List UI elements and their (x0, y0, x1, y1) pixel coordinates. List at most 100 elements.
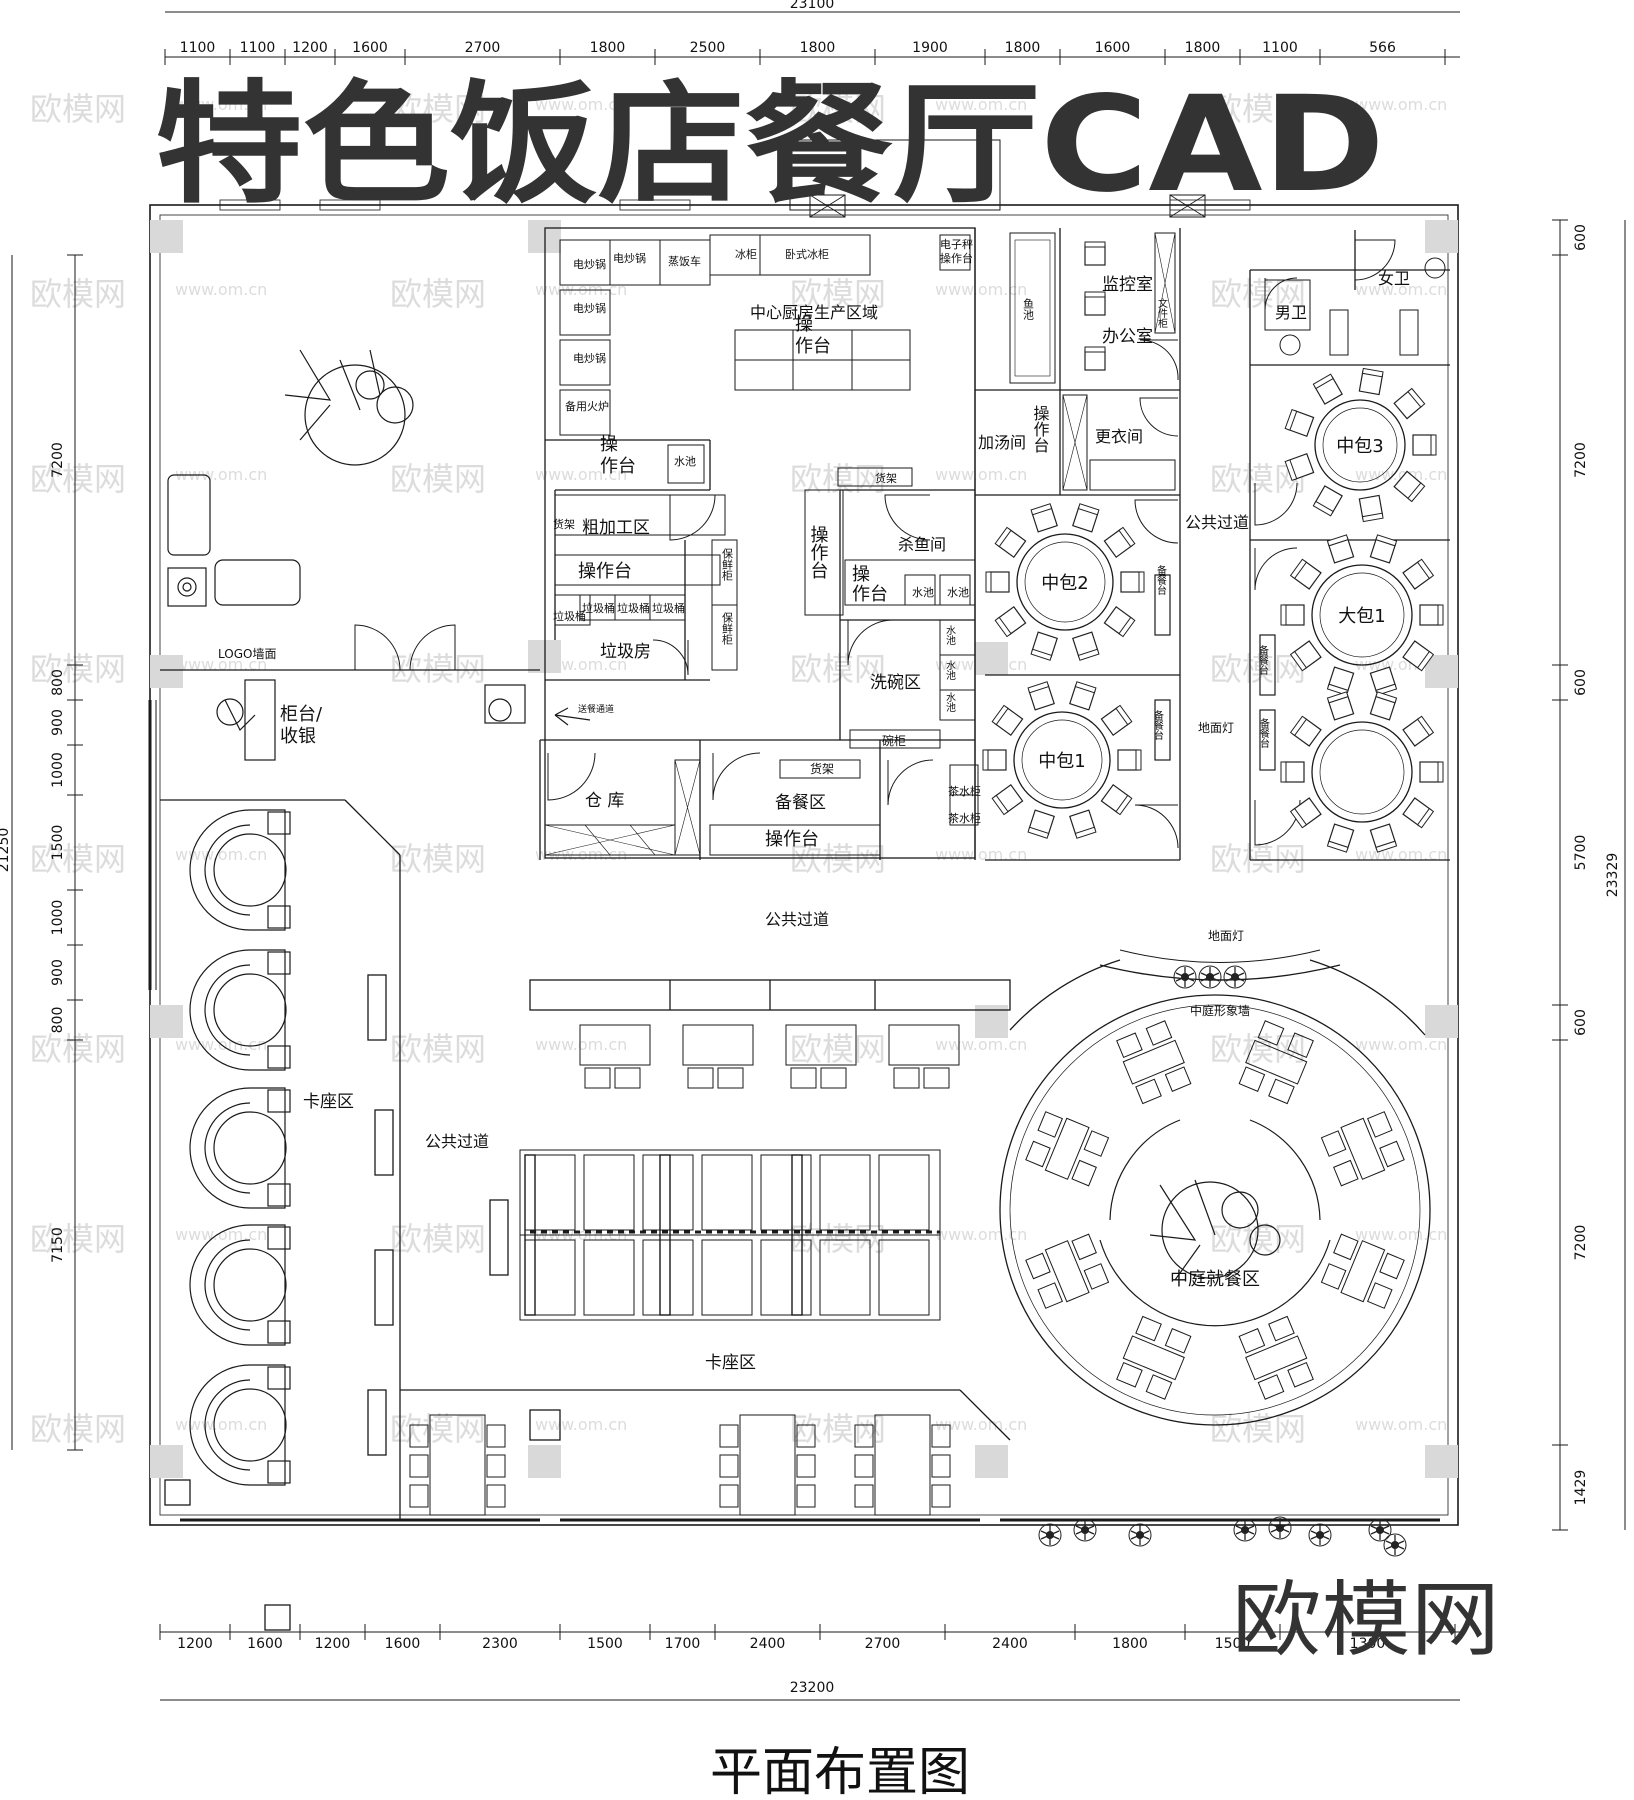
dim-right-segment: 600 (1573, 224, 1589, 251)
dim-right-segment: 1429 (1573, 1470, 1589, 1506)
label-scale: 电子秤 (940, 238, 973, 251)
dim-bottom-segment: 1200 (177, 1636, 213, 1652)
label-image-wall: 中庭形象墙 (1190, 1003, 1250, 1018)
label-sideboard: 备餐台 (1152, 709, 1164, 741)
label-sink: 水池 (947, 586, 969, 599)
watermark-text: 欧模网 (390, 1410, 486, 1448)
label-booth-area: 卡座区 (303, 1092, 354, 1112)
structural-columns (150, 220, 1458, 1478)
dim-top-segment: 1600 (352, 40, 388, 56)
watermark-url: www.om.cn (535, 465, 627, 484)
label-counter: 收银 (280, 726, 316, 747)
label-sink: 水池 (912, 586, 934, 599)
watermark-text: 欧模网 (790, 840, 886, 878)
watermark-text: 欧模网 (390, 1030, 486, 1068)
watermark-url: www.om.cn (535, 1035, 627, 1054)
label-steam-cart: 蒸饭车 (668, 254, 701, 268)
atrium-table-set (1320, 1233, 1405, 1309)
dimension-lines (11, 11, 1626, 1701)
center-booth-block (519, 1024, 960, 1321)
label-sink: 水池 (944, 625, 956, 645)
watermark-url: www.om.cn (175, 1415, 267, 1434)
dim-left-segment: 1000 (50, 900, 66, 936)
label-public-corridor: 公共过道 (765, 910, 829, 929)
dim-bottom-segment: 2400 (992, 1636, 1028, 1652)
watermark-text: 欧模网 (390, 90, 486, 128)
label-trash-bin: 垃圾桶 (617, 601, 650, 615)
label-storage: 仓 库 (585, 791, 624, 811)
label-counter: 柜台/ (280, 704, 323, 725)
door-swings (354, 239, 1396, 849)
kitchen-equipment (544, 232, 1446, 981)
label-trash-bin: 垃圾桶 (652, 601, 685, 615)
watermark-text: 欧模网 (30, 1220, 126, 1258)
label-floor-light: 地面灯 (1198, 721, 1234, 735)
dim-bottom-segment: 2400 (750, 1636, 786, 1652)
label-trash-bin: 垃圾桶 (582, 601, 615, 615)
watermark-text: 欧模网 (390, 460, 486, 498)
label-work-top: 作台 (852, 584, 888, 605)
watermark-url: www.om.cn (935, 95, 1027, 114)
building-walls (148, 139, 1459, 1526)
dim-bottom-segment: 1600 (247, 1636, 283, 1652)
label-dish-wash: 洗碗区 (870, 673, 921, 693)
label-sideboard: 备餐台 (1257, 644, 1269, 676)
label-serving-prep: 备餐区 (775, 793, 826, 813)
watermark-text: 欧模网 (1210, 1410, 1306, 1448)
watermark-text: 欧模网 (30, 650, 126, 688)
label-tea-cabinet: 茶水柜 (948, 812, 981, 825)
label-shelf: 货架 (810, 761, 834, 776)
watermark-url: www.om.cn (935, 845, 1027, 864)
booth-seat (189, 1087, 291, 1209)
label-male-wc: 男卫 (1275, 303, 1307, 322)
atrium-table-set (1025, 1233, 1110, 1309)
dim-left-segment: 800 (50, 1007, 66, 1034)
label-tea-cabinet: 茶水柜 (948, 785, 981, 798)
label-logo-wall: LOGO墙面 (218, 647, 276, 661)
planters (164, 974, 561, 1631)
dim-right-segment: 600 (1573, 669, 1589, 696)
watermark-text: 欧模网 (790, 90, 886, 128)
dining-table (854, 1414, 951, 1516)
dim-right-segment: 7200 (1573, 1225, 1589, 1261)
booth-seat (189, 809, 291, 931)
big-title: 特色饭店餐厅CAD (155, 68, 1385, 222)
label-stir-fry: 电炒锅 (573, 352, 606, 365)
watermark-url: www.om.cn (1355, 845, 1447, 864)
label-trash-bin: 垃圾桶 (553, 609, 586, 623)
dim-left-segment: 1500 (50, 825, 66, 861)
label-booth-area: 卡座区 (705, 1353, 756, 1373)
dim-bottom-segment: 1800 (1112, 1636, 1148, 1652)
watermark-url: www.om.cn (1355, 1225, 1447, 1244)
dim-top-segment: 566 (1369, 40, 1396, 56)
atrium-plant (1149, 1179, 1281, 1281)
watermark-url: www.om.cn (175, 465, 267, 484)
dim-bottom-segment: 2700 (865, 1636, 901, 1652)
label-large-private: 大包1 (1338, 606, 1385, 627)
watermark-layer: 欧模网 www.om.cn 欧模网 www.om.cn 欧模网 www.om.cn 欧模网 w… (30, 90, 1447, 1448)
label-atrium-dining: 中庭就餐区 (1170, 1269, 1260, 1290)
label-public-corridor: 公共过道 (1185, 513, 1249, 532)
label-work-top: 操 (795, 314, 813, 335)
label-preservation: 保鲜柜 (721, 611, 734, 646)
watermark-url: www.om.cn (935, 1035, 1027, 1054)
watermark-text: 欧模网 (790, 650, 886, 688)
watermark-url: www.om.cn (935, 1415, 1027, 1434)
label-private-room-2: 中包2 (1041, 573, 1088, 594)
watermark-url: www.om.cn (935, 465, 1027, 484)
dim-bottom-segment: 2300 (482, 1636, 518, 1652)
left-booth-seats (189, 809, 291, 1486)
dim-bottom-segment: 1600 (385, 1636, 421, 1652)
dim-top-segment: 1200 (292, 40, 328, 56)
dim-top-segment: 1800 (1185, 40, 1221, 56)
private-room-tables (982, 367, 1444, 853)
watermark-text: 欧模网 (790, 1410, 886, 1448)
label-work-top: 操作台 (578, 561, 632, 582)
label-work-top: 操 (852, 564, 870, 585)
dim-top-segment: 1900 (912, 40, 948, 56)
label-work-top: 操 (600, 434, 618, 455)
watermark-text: 欧模网 (390, 275, 486, 313)
dim-top-segment: 1800 (590, 40, 626, 56)
